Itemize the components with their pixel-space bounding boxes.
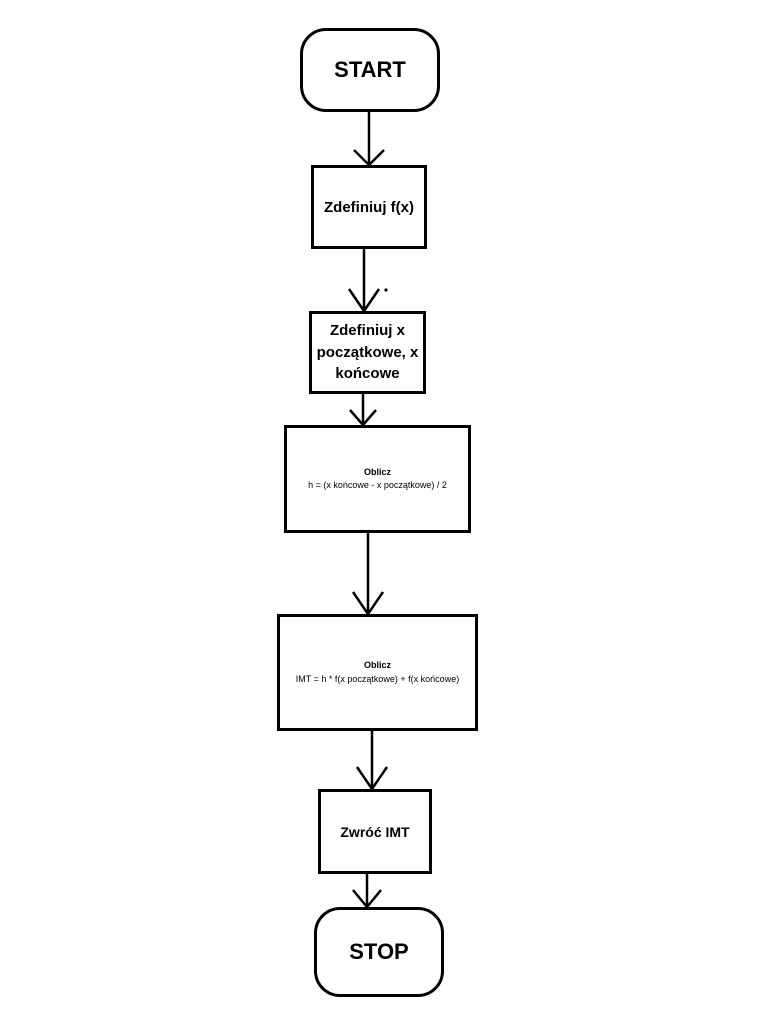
return-imt-label: Zwróć IMT bbox=[340, 823, 410, 840]
define-range-line-1: Zdefiniuj x bbox=[329, 321, 405, 339]
define-range-line-3: końcowe bbox=[335, 365, 400, 383]
compute-imt-title: Oblicz bbox=[363, 660, 391, 670]
compute-h-formula: h = (x końcowe - x początkowe) / 2 bbox=[308, 480, 447, 490]
compute-imt-step: Oblicz IMT = h * f(x początkowe) + f(x k… bbox=[277, 614, 478, 731]
compute-imt-formula: IMT = h * f(x początkowe) + f(x końcowe) bbox=[295, 673, 460, 684]
start-label: START bbox=[334, 57, 406, 82]
return-imt-step: Zwróć IMT bbox=[318, 789, 432, 874]
stop-terminal: STOP bbox=[314, 907, 444, 997]
compute-h-title: Oblicz bbox=[363, 466, 391, 477]
stop-label: STOP bbox=[349, 939, 409, 964]
compute-h-step: Oblicz h = (x końcowe - x początkowe) / … bbox=[284, 425, 471, 533]
start-terminal: START bbox=[300, 28, 440, 112]
define-function-label: Zdefiniuj f(x) bbox=[324, 198, 414, 216]
define-function-step: Zdefiniuj f(x) bbox=[311, 165, 427, 249]
stray-dot-mark bbox=[384, 288, 388, 292]
define-range-line-2: początkowe, x bbox=[316, 343, 419, 361]
define-range-step: Zdefiniuj x początkowe, x końcowe bbox=[309, 311, 426, 394]
